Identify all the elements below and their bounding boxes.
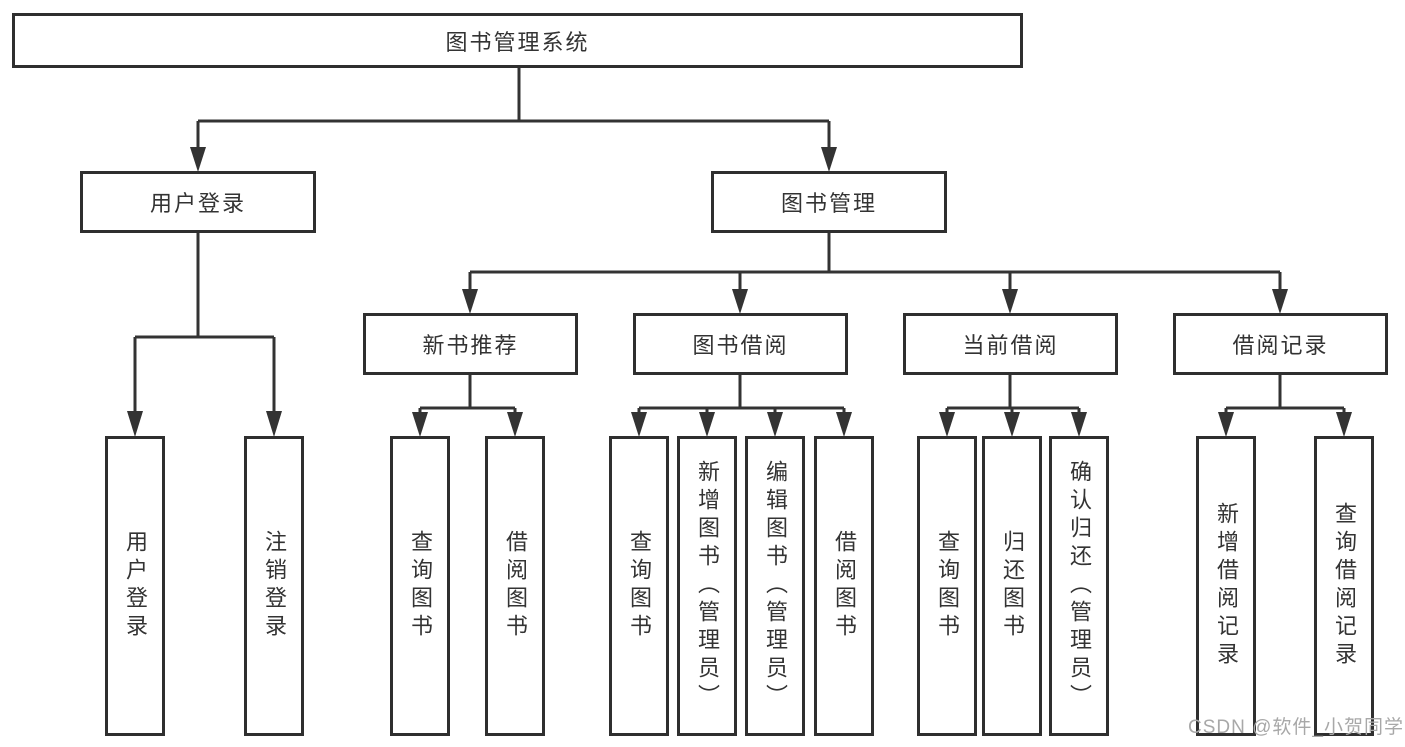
arrow-down-icon xyxy=(507,412,523,437)
leaf-edit-books-admin: 编辑图书（管理员） xyxy=(745,436,805,736)
leaf-logout: 注销登录 xyxy=(244,436,304,736)
csdn-watermark: CSDN @软件_小贺同学 xyxy=(1188,717,1404,738)
node-label: 编辑图书（管理员） xyxy=(763,460,788,712)
leaf-confirm-return-admin: 确认归还（管理员） xyxy=(1049,436,1109,736)
leaf-user-login: 用户登录 xyxy=(105,436,165,736)
arrow-down-icon xyxy=(462,289,478,314)
node-label: 借阅记录 xyxy=(1232,333,1329,358)
arrow-down-icon xyxy=(127,411,143,437)
connector-user-login-children xyxy=(133,233,276,412)
arrow-down-icon xyxy=(1071,412,1087,437)
arrow-down-icon xyxy=(1272,289,1288,314)
node-label: 新增借阅记录 xyxy=(1214,502,1239,670)
node-label: 归还图书 xyxy=(1000,530,1025,642)
node-label: 借阅图书 xyxy=(832,530,857,642)
node-label: 确认归还（管理员） xyxy=(1067,460,1092,712)
arrow-down-icon xyxy=(821,147,837,172)
node-label: 图书借阅 xyxy=(692,333,789,358)
leaf-query-books: 查询图书 xyxy=(390,436,450,736)
arrow-down-icon xyxy=(699,412,715,437)
arrow-down-icon xyxy=(732,289,748,314)
connector-book-management-children xyxy=(468,233,1282,290)
arrow-down-icon xyxy=(412,412,428,437)
arrow-down-icon xyxy=(767,412,783,437)
node-label: 图书管理 xyxy=(780,191,877,216)
leaf-borrow-books: 借阅图书 xyxy=(485,436,545,736)
leaf-return-books: 归还图书 xyxy=(982,436,1042,736)
node-label: 用户登录 xyxy=(123,530,148,642)
arrow-down-icon xyxy=(266,411,282,437)
node-label: 查询图书 xyxy=(408,530,433,642)
connector-new-book-children xyxy=(418,375,517,413)
arrowheads xyxy=(127,147,1352,437)
arrow-down-icon xyxy=(1218,412,1234,437)
connector-root-to-level2 xyxy=(196,67,831,148)
arrow-down-icon xyxy=(939,412,955,437)
node-label: 查询图书 xyxy=(935,530,960,642)
leaf-query-books: 查询图书 xyxy=(609,436,669,736)
node-book-management: 图书管理 xyxy=(711,171,947,233)
leaf-borrow-books: 借阅图书 xyxy=(814,436,874,736)
node-label: 用户登录 xyxy=(149,191,246,216)
node-borrow-record: 借阅记录 xyxy=(1173,313,1388,375)
arrow-down-icon xyxy=(1004,412,1020,437)
node-label: 查询借阅记录 xyxy=(1332,502,1357,670)
arrow-down-icon xyxy=(631,412,647,437)
leaf-add-borrow-record: 新增借阅记录 xyxy=(1196,436,1256,736)
connector-borrow-record-children xyxy=(1224,375,1346,413)
node-label: 当前借阅 xyxy=(962,333,1059,358)
node-new-book-recommend: 新书推荐 xyxy=(363,313,578,375)
leaf-query-books: 查询图书 xyxy=(917,436,977,736)
arrow-down-icon xyxy=(190,147,206,172)
node-label: 注销登录 xyxy=(262,530,287,642)
node-label: 查询图书 xyxy=(627,530,652,642)
arrow-down-icon xyxy=(1336,412,1352,437)
arrow-down-icon xyxy=(836,412,852,437)
arrow-down-icon xyxy=(1002,289,1018,314)
node-library-management-system: 图书管理系统 xyxy=(12,13,1023,68)
connector-current-borrow-children xyxy=(945,375,1081,413)
node-label: 借阅图书 xyxy=(503,530,528,642)
node-label: 新书推荐 xyxy=(422,333,519,358)
node-book-borrow: 图书借阅 xyxy=(633,313,848,375)
node-label: 图书管理系统 xyxy=(445,29,590,55)
node-current-borrow: 当前借阅 xyxy=(903,313,1118,375)
leaf-add-books-admin: 新增图书（管理员） xyxy=(677,436,737,736)
leaf-query-borrow-record: 查询借阅记录 xyxy=(1314,436,1374,736)
connector-book-borrow-children xyxy=(637,375,846,413)
node-user-login: 用户登录 xyxy=(80,171,316,233)
node-label: 新增图书（管理员） xyxy=(695,460,720,712)
